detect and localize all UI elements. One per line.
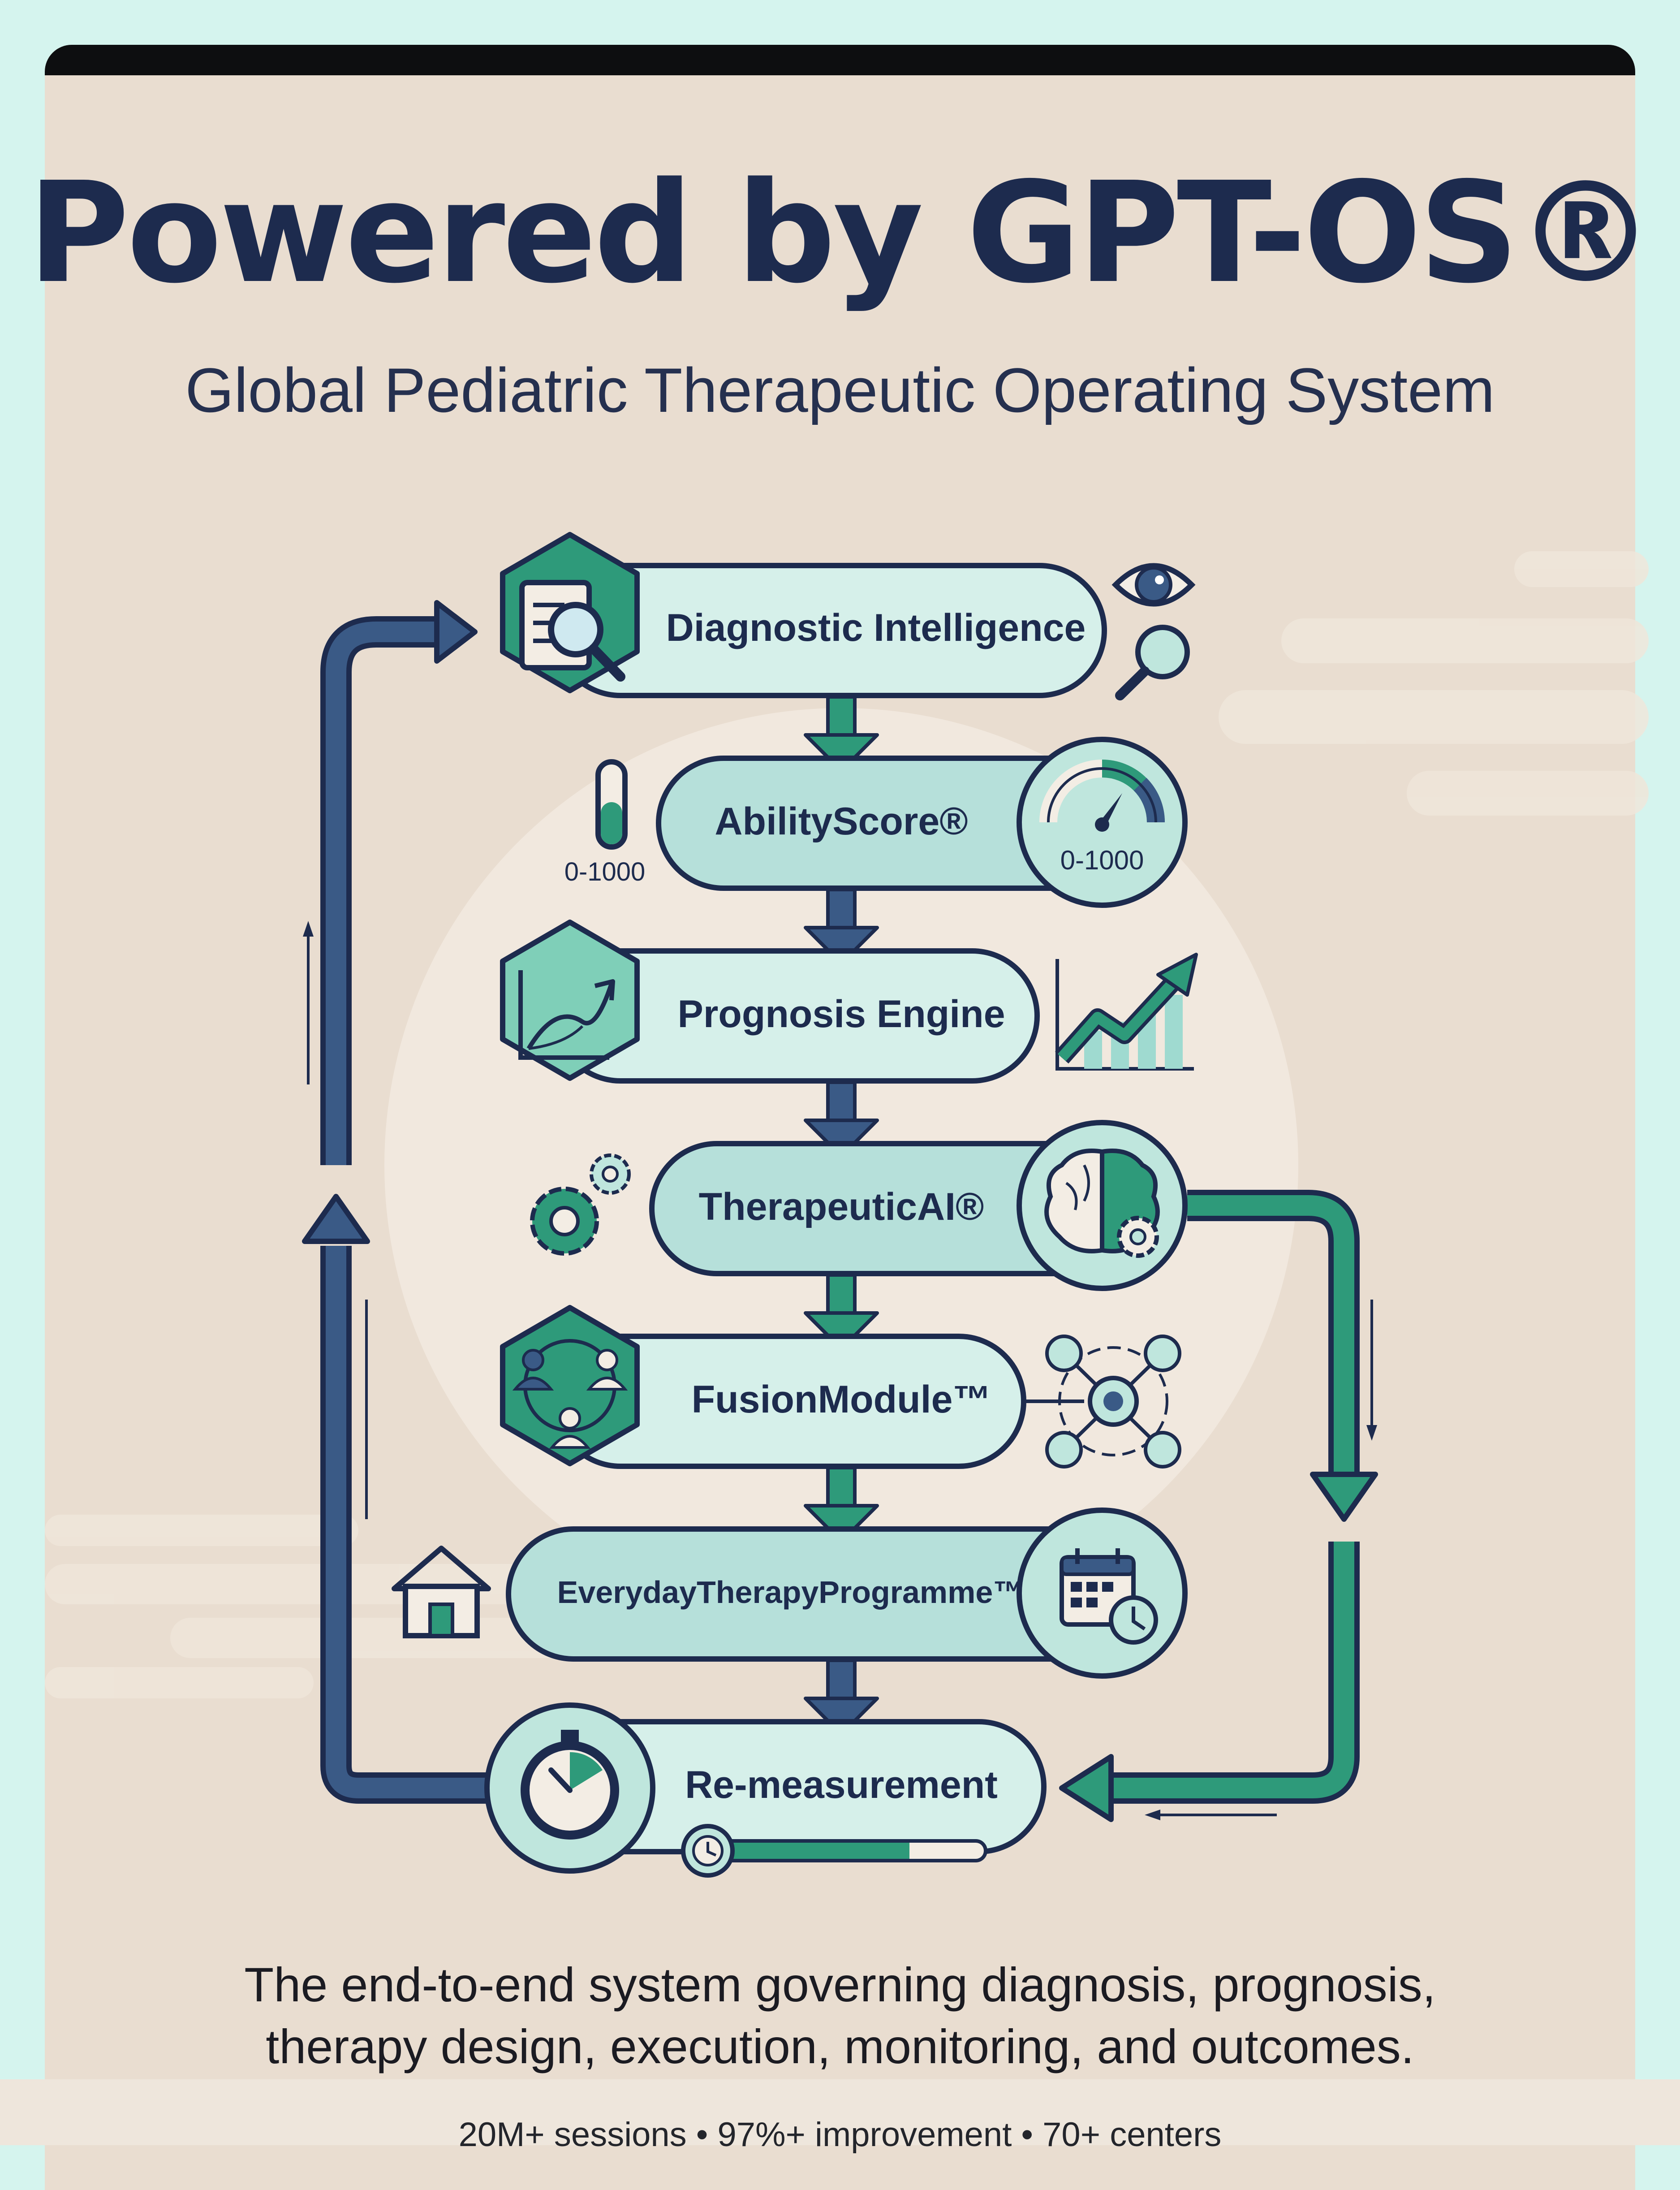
step-label: TherapeuticAI® bbox=[699, 1185, 984, 1228]
stats-text: 20M+ sessions • 97%+ improvement • 70+ c… bbox=[458, 2116, 1222, 2154]
step-label: Re-measurement bbox=[685, 1763, 998, 1806]
feedback-loop-right bbox=[1059, 1190, 1378, 1822]
step-therapeuticai: TherapeuticAI® bbox=[530, 1120, 1188, 1291]
progress-timer-icon bbox=[681, 1824, 987, 1878]
step-label: Prognosis Engine bbox=[677, 993, 1005, 1036]
card-top-bar bbox=[45, 45, 1635, 75]
step-label: AbilityScore® bbox=[715, 800, 968, 843]
caption-line-1: The end-to-end system governing diagnosi… bbox=[244, 1957, 1436, 2012]
level-bar-icon: 0-1000 bbox=[564, 759, 646, 886]
step-fusionmodule: FusionModule™ bbox=[500, 1305, 1181, 1469]
step-label: FusionModule™ bbox=[692, 1378, 991, 1421]
step-everydaytherapyprogramme: EverydayTherapyProgramme™ bbox=[392, 1508, 1188, 1679]
stopwatch-icon bbox=[484, 1702, 655, 1874]
arrow-4-5 bbox=[804, 1273, 879, 1351]
trend-curve-icon bbox=[518, 970, 615, 1060]
brain-gear-icon bbox=[1017, 1120, 1188, 1291]
step-prognosis-engine: Prognosis Engine bbox=[500, 920, 1198, 1084]
step-diagnostic-intelligence: Diagnostic Intelligence bbox=[500, 532, 1196, 700]
step-re-measurement: Re-measurement bbox=[484, 1702, 1047, 1878]
arrow-6-7 bbox=[804, 1659, 879, 1736]
arrow-3-4 bbox=[804, 1080, 879, 1158]
workflow-diagram: Diagnostic Intelligence AbilityScore® 0-… bbox=[302, 532, 1649, 1878]
eye-magnifier-icon bbox=[1111, 563, 1196, 700]
rising-bars-icon bbox=[1055, 953, 1198, 1071]
people-cycle-icon bbox=[512, 1339, 628, 1449]
calendar-clock-icon bbox=[1017, 1508, 1188, 1679]
document-search-icon bbox=[519, 580, 625, 682]
level-bar-label: 0-1000 bbox=[564, 857, 646, 886]
step-abilityscore: AbilityScore® 0-1000 0-1000 bbox=[564, 737, 1188, 908]
network-hub-icon bbox=[1026, 1335, 1181, 1469]
step-label: EverydayTherapyProgramme™ bbox=[557, 1575, 1025, 1610]
page-subtitle: Global Pediatric Therapeutic Operating S… bbox=[185, 355, 1495, 425]
gauge-label: 0-1000 bbox=[1060, 845, 1144, 875]
feedback-loop-left bbox=[302, 600, 488, 1804]
house-icon bbox=[392, 1546, 491, 1638]
caption: The end-to-end system governing diagnosi… bbox=[0, 1954, 1680, 2078]
gears-icon bbox=[530, 1153, 631, 1256]
gauge-icon: 0-1000 bbox=[1017, 737, 1188, 908]
page-title: Powered by GPT-OS® bbox=[27, 152, 1655, 314]
step-label: Diagnostic Intelligence bbox=[666, 606, 1086, 649]
stats-bar bbox=[0, 2079, 1680, 2145]
caption-line-2: therapy design, execution, monitoring, a… bbox=[266, 2019, 1414, 2073]
